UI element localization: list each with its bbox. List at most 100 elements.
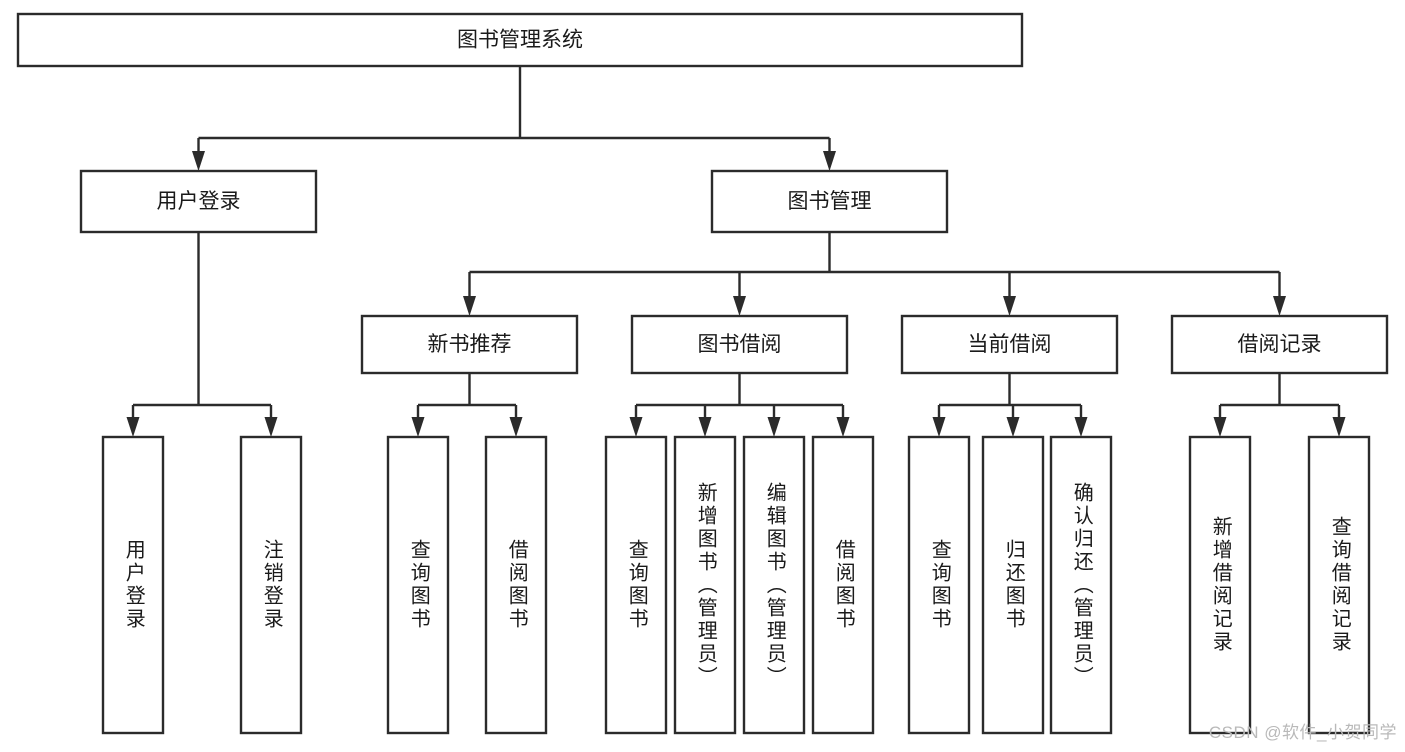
connector-group-l3_4 — [1213, 373, 1346, 437]
node-box[interactable] — [604, 435, 668, 735]
arrow-head-icon — [1006, 417, 1020, 437]
node-label: 当前借阅 — [968, 333, 1052, 356]
node-l3_2[interactable]: 图书借阅 — [630, 314, 849, 375]
node-label: 查询借阅记录 — [1328, 516, 1351, 654]
connector-group-root — [192, 66, 836, 171]
node-box[interactable] — [630, 314, 849, 375]
connector-group-l3_3 — [932, 373, 1088, 437]
node-leaf_6[interactable]: 新增图书（管理员） — [673, 435, 737, 735]
node-label-wrap: 查询图书 — [625, 539, 648, 631]
node-box[interactable] — [710, 169, 949, 234]
node-label: 图书借阅 — [698, 333, 782, 356]
node-label: 用户登录 — [157, 190, 241, 213]
node-label-wrap: 注销登录 — [260, 539, 283, 631]
node-l3_3[interactable]: 当前借阅 — [900, 314, 1119, 375]
node-label-wrap: 查询图书 — [407, 539, 430, 631]
arrow-head-icon — [1074, 417, 1088, 437]
node-l3_1[interactable]: 新书推荐 — [360, 314, 579, 375]
node-root[interactable]: 图书管理系统 — [16, 12, 1024, 68]
node-leaf_9[interactable]: 查询图书 — [907, 435, 971, 735]
node-label: 编辑图书（管理员） — [763, 481, 786, 689]
node-box[interactable] — [742, 435, 806, 735]
node-box[interactable] — [1170, 314, 1389, 375]
connector-group-l3_1 — [411, 373, 523, 437]
node-label-wrap: 借阅图书 — [832, 539, 855, 631]
node-label-wrap: 查询借阅记录 — [1328, 516, 1351, 654]
arrow-head-icon — [1213, 417, 1227, 437]
node-label: 确认归还（管理员） — [1070, 481, 1093, 689]
node-l2_1[interactable]: 用户登录 — [79, 169, 318, 234]
node-label-wrap: 查询图书 — [928, 539, 951, 631]
node-leaf_10[interactable]: 归还图书 — [981, 435, 1045, 735]
arrow-head-icon — [264, 417, 278, 437]
node-label: 新增借阅记录 — [1209, 516, 1232, 654]
node-box[interactable] — [1188, 435, 1252, 735]
connector-group-l2_1 — [126, 232, 278, 437]
connector-group-l2_2 — [463, 232, 1286, 316]
arrow-head-icon — [463, 296, 476, 316]
arrow-head-icon — [509, 417, 523, 437]
arrow-head-icon — [823, 151, 836, 171]
node-label: 图书管理系统 — [457, 29, 583, 52]
node-leaf_3[interactable]: 查询图书 — [386, 435, 450, 735]
arrow-head-icon — [1273, 296, 1286, 316]
node-label-wrap: 归还图书 — [1002, 539, 1025, 631]
node-label-wrap: 确认归还（管理员） — [1070, 481, 1093, 689]
node-box[interactable] — [811, 435, 875, 735]
arrow-head-icon — [767, 417, 781, 437]
node-leaf_5[interactable]: 查询图书 — [604, 435, 668, 735]
node-box[interactable] — [239, 435, 303, 735]
node-label: 查询图书 — [625, 539, 648, 631]
node-box[interactable] — [1307, 435, 1371, 735]
node-box[interactable] — [101, 435, 165, 735]
node-label: 查询图书 — [928, 539, 951, 631]
arrow-head-icon — [411, 417, 425, 437]
node-leaf_2[interactable]: 注销登录 — [239, 435, 303, 735]
arrow-head-icon — [126, 417, 140, 437]
node-box[interactable] — [900, 314, 1119, 375]
node-box[interactable] — [79, 169, 318, 234]
node-box[interactable] — [981, 435, 1045, 735]
arrow-head-icon — [1332, 417, 1346, 437]
node-label-wrap: 编辑图书（管理员） — [763, 481, 786, 689]
node-leaf_12[interactable]: 新增借阅记录 — [1188, 435, 1252, 735]
connector-layer — [126, 66, 1346, 437]
node-label-wrap: 用户登录 — [122, 539, 145, 631]
node-label: 用户登录 — [122, 539, 145, 631]
node-box[interactable] — [360, 314, 579, 375]
arrow-head-icon — [733, 296, 746, 316]
node-leaf_13[interactable]: 查询借阅记录 — [1307, 435, 1371, 735]
node-leaf_11[interactable]: 确认归还（管理员） — [1049, 435, 1113, 735]
node-leaf_4[interactable]: 借阅图书 — [484, 435, 548, 735]
node-label: 图书管理 — [788, 190, 872, 213]
node-box[interactable] — [484, 435, 548, 735]
node-label: 归还图书 — [1002, 539, 1025, 631]
node-leaf_1[interactable]: 用户登录 — [101, 435, 165, 735]
node-box[interactable] — [386, 435, 450, 735]
node-label-wrap: 借阅图书 — [505, 539, 527, 631]
node-label: 查询图书 — [407, 539, 430, 631]
node-leaf_8[interactable]: 借阅图书 — [811, 435, 875, 735]
node-label-wrap: 新增图书（管理员） — [694, 481, 717, 689]
node-box[interactable] — [673, 435, 737, 735]
node-box[interactable] — [1049, 435, 1113, 735]
arrow-head-icon — [932, 417, 946, 437]
arrow-head-icon — [698, 417, 712, 437]
node-leaf_7[interactable]: 编辑图书（管理员） — [742, 435, 806, 735]
connector-group-l3_2 — [629, 373, 850, 437]
arrow-head-icon — [1003, 296, 1016, 316]
node-label: 新增图书（管理员） — [694, 481, 717, 689]
node-l3_4[interactable]: 借阅记录 — [1170, 314, 1389, 375]
node-label: 注销登录 — [260, 539, 283, 631]
node-box[interactable] — [907, 435, 971, 735]
node-label: 借阅记录 — [1238, 333, 1322, 356]
node-label: 新书推荐 — [428, 333, 512, 356]
node-box[interactable] — [16, 12, 1024, 68]
arrow-head-icon — [629, 417, 643, 437]
node-l2_2[interactable]: 图书管理 — [710, 169, 949, 234]
arrow-head-icon — [836, 417, 850, 437]
node-label: 借阅图书 — [832, 539, 855, 631]
arrow-head-icon — [192, 151, 205, 171]
